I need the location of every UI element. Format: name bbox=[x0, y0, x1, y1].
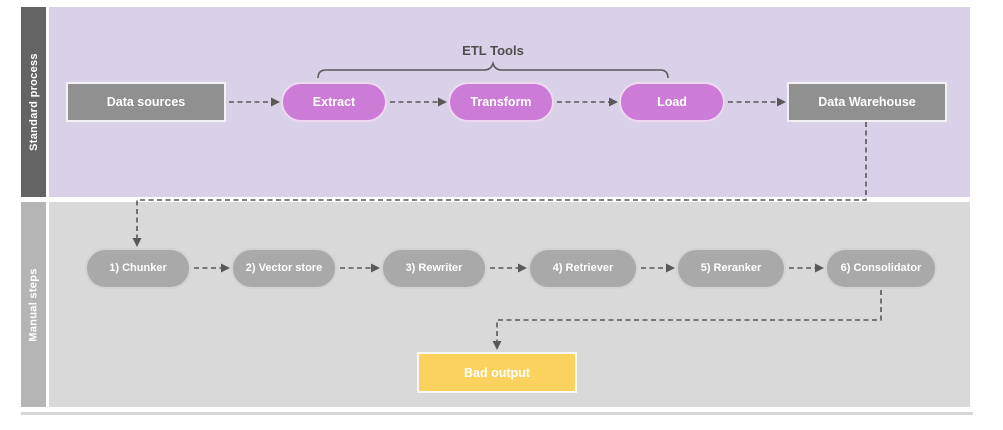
node-load: Load bbox=[619, 82, 725, 122]
node-retriever-label: 4) Retriever bbox=[552, 262, 614, 274]
node-reranker-label: 5) Reranker bbox=[700, 262, 762, 274]
node-bad-output-label: Bad output bbox=[464, 365, 530, 380]
lane-standard-process-labelbar: Standard process bbox=[21, 7, 46, 197]
diagram-bottom-rule bbox=[21, 412, 973, 415]
node-vector-store-label: 2) Vector store bbox=[245, 262, 323, 274]
node-extract: Extract bbox=[281, 82, 387, 122]
node-rewriter-label: 3) Rewriter bbox=[405, 262, 463, 274]
node-load-label: Load bbox=[657, 95, 687, 109]
node-chunker: 1) Chunker bbox=[85, 248, 191, 289]
node-consolidator-label: 6) Consolidator bbox=[840, 262, 922, 274]
node-chunker-label: 1) Chunker bbox=[109, 262, 167, 274]
node-consolidator: 6) Consolidator bbox=[825, 248, 937, 289]
node-data-sources-label: Data sources bbox=[106, 95, 186, 109]
node-data-warehouse-label: Data Warehouse bbox=[818, 95, 916, 109]
node-vector-store: 2) Vector store bbox=[231, 248, 337, 289]
node-rewriter: 3) Rewriter bbox=[381, 248, 487, 289]
etl-tools-bracket-label: ETL Tools bbox=[462, 43, 524, 58]
node-data-sources: Data sources bbox=[66, 82, 226, 122]
node-transform: Transform bbox=[448, 82, 554, 122]
node-transform-label: Transform bbox=[470, 95, 532, 109]
lane-manual-steps-labelbar: Manual steps bbox=[21, 202, 46, 407]
node-reranker: 5) Reranker bbox=[676, 248, 786, 289]
node-extract-label: Extract bbox=[312, 95, 356, 109]
node-retriever: 4) Retriever bbox=[528, 248, 638, 289]
lane-manual-steps-label: Manual steps bbox=[27, 267, 40, 342]
node-bad-output: Bad output bbox=[417, 352, 577, 393]
node-data-warehouse: Data Warehouse bbox=[787, 82, 947, 122]
lane-standard-process-label: Standard process bbox=[27, 53, 40, 151]
